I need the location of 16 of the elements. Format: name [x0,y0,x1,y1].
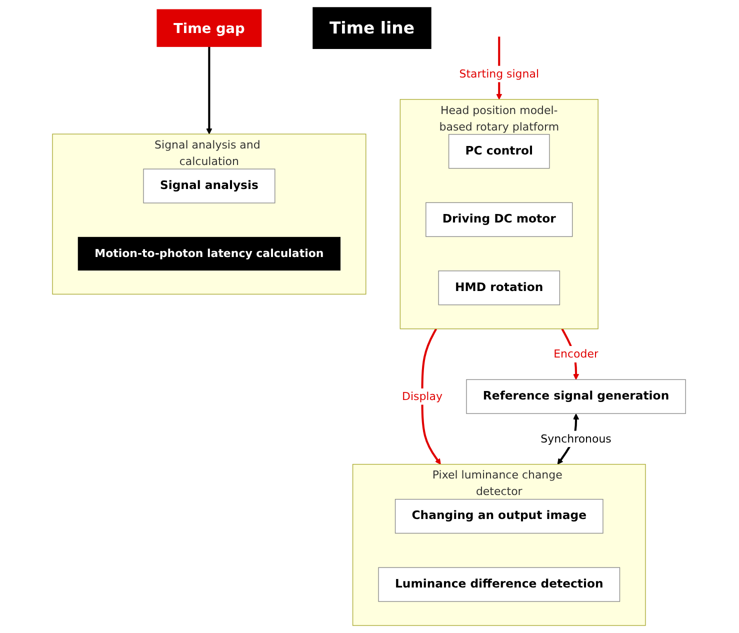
node-box: Reference signal generation [466,379,686,414]
node-box: Motion-to-photon latency calculation [78,236,341,271]
node-box: Time gap [157,9,262,47]
arrow [422,328,442,465]
edge-label: Starting signal [460,67,540,80]
node-box: PC control [448,134,550,169]
edge-label: Display [402,390,443,403]
edge-label: Encoder [554,347,599,360]
node-box: Driving DC motor [426,202,574,237]
edge-label: Synchronous [541,432,612,446]
node-box: Time line [313,7,432,49]
node-box: Signal analysis [144,168,276,204]
node-box: HMD rotation [438,270,560,306]
arrow [206,46,213,134]
node-box: Changing an output image [395,498,604,534]
node-box: Luminance difference detection [378,567,621,602]
